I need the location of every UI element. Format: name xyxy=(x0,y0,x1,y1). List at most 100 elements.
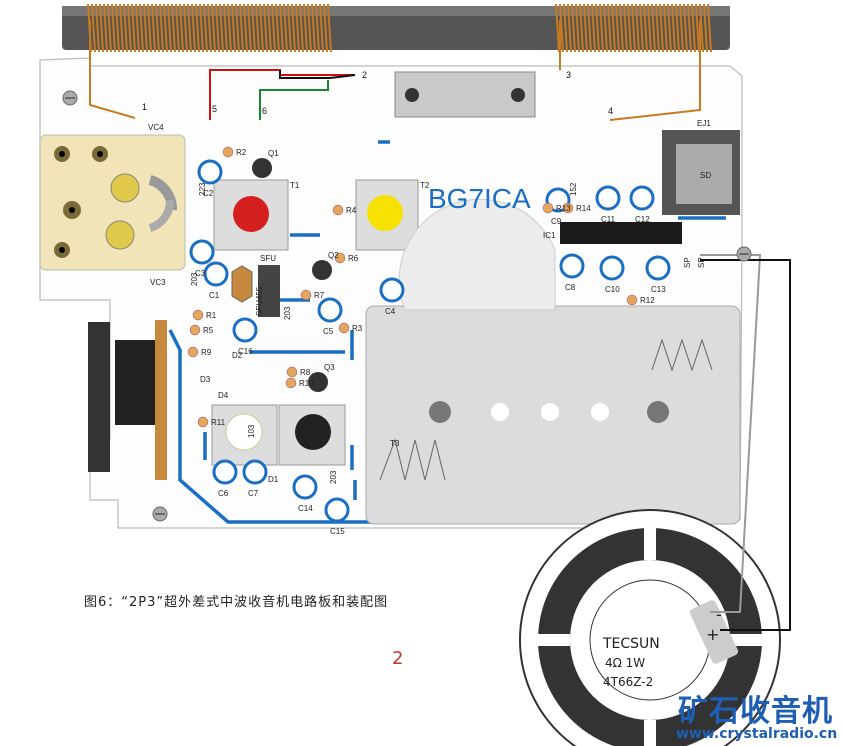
capacitor-C10 xyxy=(599,255,625,281)
capacitor-label-C1: C1 xyxy=(209,291,220,300)
connector-label: EJ1 xyxy=(697,119,711,128)
wire-pin-2: 2 xyxy=(362,70,367,80)
resistor-R1 xyxy=(192,309,204,321)
resistor-label-R12: R12 xyxy=(640,296,655,305)
diode-label-D4: D4 xyxy=(218,391,229,400)
resistor-label-R1: R1 xyxy=(206,311,217,320)
board-title: BG7ICA xyxy=(428,183,531,214)
varcap-label-VC4: VC4 xyxy=(148,123,164,132)
capacitor-label-C2: C2 xyxy=(203,189,214,198)
capacitor-C4 xyxy=(379,277,405,303)
resistor-R8 xyxy=(286,366,298,378)
wire-pin-5: 5 xyxy=(212,104,217,114)
capacitor-C11 xyxy=(595,185,621,211)
resistor-R10 xyxy=(285,377,297,389)
resistor-R11 xyxy=(197,416,209,428)
resistor-R6 xyxy=(334,252,346,264)
resistor-label-R2: R2 xyxy=(236,148,247,157)
speaker-pad-1: SP xyxy=(697,257,706,268)
ic-label: IC1 xyxy=(543,231,556,240)
resistor-label-R6: R6 xyxy=(348,254,359,263)
speaker-spec: 4Ω 1W xyxy=(605,656,645,670)
resistor-label-R4: R4 xyxy=(346,206,357,215)
diode-label-D1: D1 xyxy=(268,475,279,484)
resistor-label-R5: R5 xyxy=(203,326,214,335)
resistor-R9 xyxy=(187,346,199,358)
capacitor-C13 xyxy=(645,255,671,281)
capacitor-label-C5: C5 xyxy=(323,327,334,336)
resistor-R13 xyxy=(542,202,554,214)
diode-label-D3: D3 xyxy=(200,375,211,384)
resistor-label-R11: R11 xyxy=(211,418,226,427)
capacitor-C3 xyxy=(189,239,215,265)
cap-marking-0: 223 xyxy=(198,182,207,196)
headphone-jack: SD xyxy=(662,130,740,215)
capacitor-label-C9: C9 xyxy=(551,217,562,226)
transistor-Q3 xyxy=(308,372,328,392)
resistor-label-R9: R9 xyxy=(201,348,212,357)
capacitor-label-C10: C10 xyxy=(605,285,620,294)
wire-pin-6: 6 xyxy=(262,106,267,116)
transformer-label-T3: T3 xyxy=(390,439,400,448)
capacitor-label-C3: C3 xyxy=(195,269,206,278)
capacitor-C1 xyxy=(203,261,229,287)
capacitor-C5 xyxy=(317,297,343,323)
transformer-label-T2: T2 xyxy=(420,181,430,190)
filter-tag: SFU xyxy=(260,254,276,263)
capacitor-C16 xyxy=(232,317,258,343)
speaker-minus: - xyxy=(716,605,722,624)
wire-pin-4: 4 xyxy=(608,106,613,116)
resistor-R3 xyxy=(338,322,350,334)
tuning-wheel xyxy=(88,320,167,480)
resistor-R4 xyxy=(332,204,344,216)
resistor-label-R10: R10 xyxy=(299,379,314,388)
cap-marking-3: 203 xyxy=(329,470,338,484)
watermark-title: 矿石收音机 xyxy=(678,694,833,729)
transistor-label-Q3: Q3 xyxy=(324,363,335,372)
page-number: 2 xyxy=(392,648,404,669)
resistor-R5 xyxy=(189,324,201,336)
speaker-plus: + xyxy=(706,625,719,644)
variable-capacitor xyxy=(39,134,186,271)
transistor-label-Q1: Q1 xyxy=(268,149,279,158)
filter-label: SFU455 xyxy=(255,286,264,316)
resistor-R7 xyxy=(300,289,312,301)
capacitor-C7 xyxy=(242,459,268,485)
speaker-arc xyxy=(398,198,556,311)
capacitor-C8 xyxy=(559,253,585,279)
diode-label-D2: D2 xyxy=(232,351,243,360)
resistor-R2 xyxy=(222,146,234,158)
cap-marking-1: 203 xyxy=(190,272,199,286)
transistor-Q2 xyxy=(312,260,332,280)
capacitor-C12 xyxy=(629,185,655,211)
capacitor-label-C14: C14 xyxy=(298,504,313,513)
capacitor-label-C6: C6 xyxy=(218,489,229,498)
speaker xyxy=(519,509,781,746)
capacitor-C2 xyxy=(197,159,223,185)
capacitor-C6 xyxy=(212,459,238,485)
capacitor-label-C11: C11 xyxy=(601,215,616,224)
wire-pin-3: 3 xyxy=(566,70,571,80)
capacitor-label-C13: C13 xyxy=(651,285,666,294)
jack-label: SD xyxy=(700,171,711,180)
capacitor-C15 xyxy=(324,497,350,523)
resistor-label-R13: R13 xyxy=(556,204,571,213)
resistor-label-R14: R14 xyxy=(576,204,591,213)
ferrite-antenna xyxy=(62,3,730,53)
watermark-url: www.crystalradio.cn xyxy=(676,726,838,742)
speaker-brand: TECSUN xyxy=(602,636,660,652)
transformers xyxy=(211,179,419,466)
resistor-label-R3: R3 xyxy=(352,324,363,333)
capacitor-label-C15: C15 xyxy=(330,527,345,536)
capacitor-label-C7: C7 xyxy=(248,489,259,498)
capacitor-C14 xyxy=(292,474,318,500)
resistor-label-R8: R8 xyxy=(300,368,311,377)
figure-caption: 图6：“2P3”超外差式中波收音机电路板和装配图 xyxy=(84,595,389,610)
resistor-R12 xyxy=(626,294,638,306)
capacitor-label-C8: C8 xyxy=(565,283,576,292)
capacitor-label-C12: C12 xyxy=(635,215,650,224)
speaker-pad-0: SP xyxy=(683,257,692,268)
sfu-filter xyxy=(231,265,280,317)
resistor-R14 xyxy=(562,202,574,214)
